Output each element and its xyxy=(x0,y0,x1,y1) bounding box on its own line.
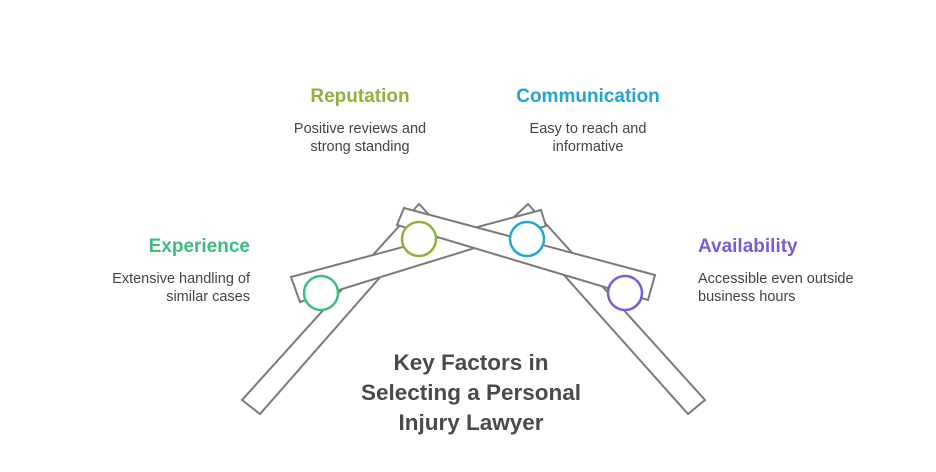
experience-description: Extensive handling of similar cases xyxy=(112,271,250,305)
reputation-description: Positive reviews and strong standing xyxy=(293,121,427,155)
communication-description: Easy to reach and informative xyxy=(529,121,647,155)
communication-node xyxy=(508,220,546,258)
availability-description: Accessible even outside business hours xyxy=(698,271,854,305)
reputation-title: Reputation xyxy=(310,86,410,107)
availability-title: Availability xyxy=(698,236,798,257)
communication-title: Communication xyxy=(516,86,660,107)
experience-title: Experience xyxy=(148,236,250,257)
reputation-node xyxy=(400,220,438,258)
diagram-title: Key Factors in Selecting a Personal Inju… xyxy=(360,350,582,435)
availability-node xyxy=(606,274,644,312)
experience-node xyxy=(302,274,340,312)
